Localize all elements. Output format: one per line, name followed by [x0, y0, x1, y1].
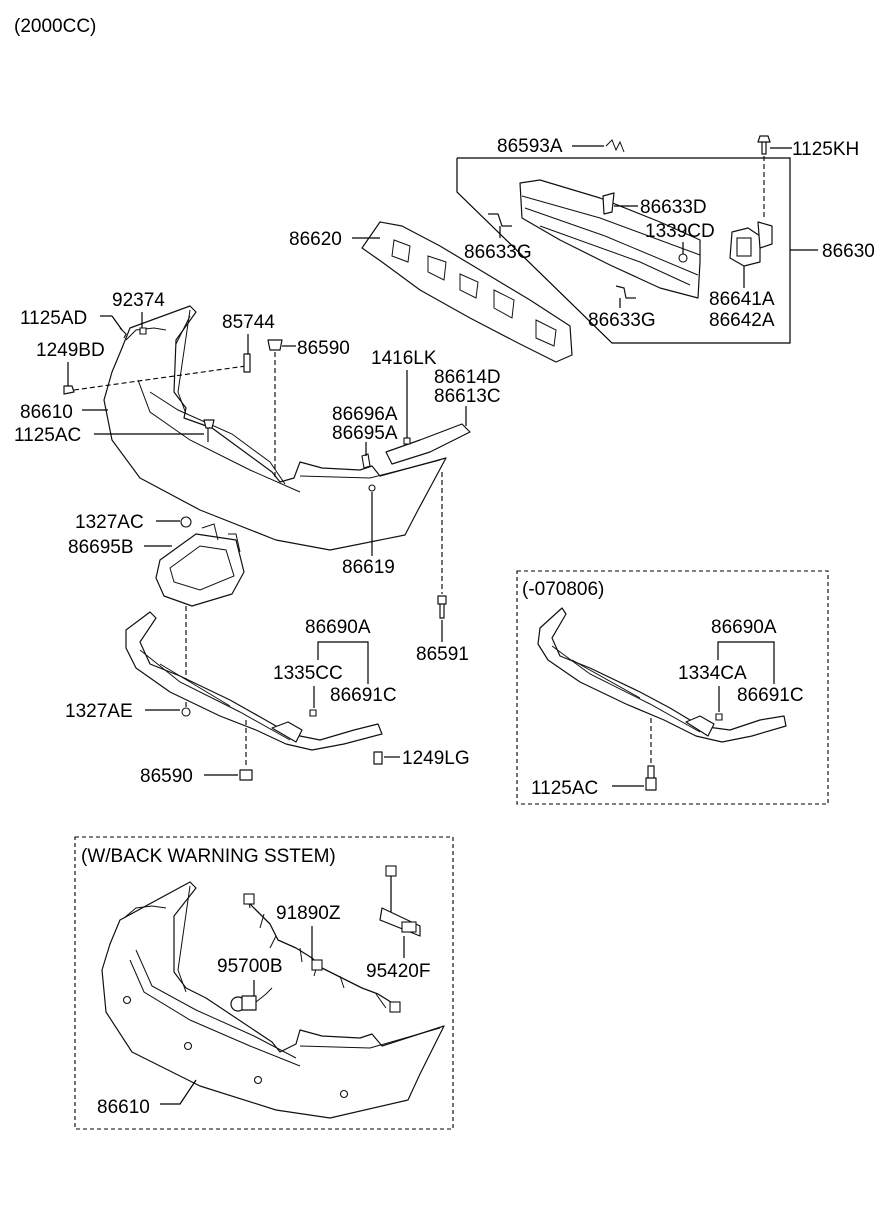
reinforcement-assembly: [361, 135, 818, 363]
label-86614D: 86614D: [434, 367, 501, 388]
screw-1125AC-early: [645, 765, 657, 791]
bolt-86591: [437, 595, 447, 619]
label-1249LG: 1249LG: [402, 748, 470, 769]
label-86690A-early: 86690A: [711, 617, 777, 638]
label-86630: 86630: [822, 241, 875, 262]
clip-85744: [243, 353, 251, 373]
label-86642A: 86642A: [709, 310, 775, 331]
label-86696A: 86696A: [332, 404, 398, 425]
label-1125AD: 1125AD: [20, 308, 87, 329]
variant-label: (2000CC): [14, 16, 96, 37]
screw-1249BD: [63, 385, 75, 395]
nut-1339CD: [678, 253, 688, 263]
nut-86590-top: [267, 339, 283, 351]
label-86590-lower: 86590: [140, 766, 193, 787]
label-86695A: 86695A: [332, 423, 398, 444]
clip-1334CA: [715, 713, 723, 721]
sensor-bracket-95420F: [379, 865, 421, 937]
label-1125AC-early: 1125AC: [531, 778, 598, 799]
bumper-cover-with-sensors: [101, 881, 445, 1119]
grommet-1327AC: [180, 516, 192, 528]
bolt-1125KH: [757, 135, 771, 155]
screw-1125AC-top: [203, 419, 215, 442]
label-86695B: 86695B: [68, 537, 134, 558]
bumper-cover-main: [103, 305, 447, 551]
screw-1125AD: [119, 327, 127, 339]
bumper-cover-sensor: [101, 881, 445, 1119]
energy-absorber: [361, 221, 573, 363]
label-86613C: 86613C: [434, 386, 501, 407]
label-86633G-lower: 86633G: [588, 310, 656, 331]
label-86590-top: 86590: [297, 338, 350, 359]
label-86691C-main: 86691C: [330, 685, 397, 706]
early-production-label: (-070806): [522, 579, 604, 600]
bracket-86633D: [602, 192, 615, 215]
grommet-1327AE: [181, 707, 191, 717]
label-86619: 86619: [342, 557, 395, 578]
skid-plate-86695B: [155, 533, 245, 607]
bumper-cover: [103, 305, 447, 551]
label-91890Z: 91890Z: [276, 903, 341, 924]
back-warning-label: (W/BACK WARNING SSTEM): [81, 846, 336, 867]
label-85744: 85744: [222, 312, 275, 333]
label-92374: 92374: [112, 290, 165, 311]
bracket-86633G-lower: [615, 285, 636, 299]
bracket-86633G-upper: [488, 213, 512, 227]
label-1335CC: 1335CC: [273, 663, 343, 684]
lower-garnish-early: [537, 607, 787, 791]
label-1334CA: 1334CA: [678, 663, 747, 684]
early-production-group: [516, 570, 829, 805]
label-86633G-upper: 86633G: [464, 242, 532, 263]
back-warning-group: [74, 836, 454, 1130]
lower-bracket-assembly: [125, 516, 383, 781]
label-1339CD: 1339CD: [645, 221, 715, 242]
assembly-bracket-86630: [456, 157, 791, 344]
label-1416LK: 1416LK: [371, 348, 437, 369]
lower-garnish-86690A: [125, 611, 383, 751]
label-86620: 86620: [289, 229, 342, 250]
label-95420F: 95420F: [366, 961, 430, 982]
label-1327AE: 1327AE: [65, 701, 133, 722]
label-86610-sensor: 86610: [97, 1097, 150, 1118]
bracket-86613C: [385, 423, 471, 465]
clip-1416LK: [403, 437, 411, 445]
label-86610-main: 86610: [20, 402, 73, 423]
screw-1249LG: [373, 751, 383, 765]
clip-92374: [139, 327, 147, 335]
clip-1335CC: [309, 709, 317, 717]
label-86593A: 86593A: [497, 136, 563, 157]
nut-86590-lower: [239, 769, 253, 781]
label-1327AC: 1327AC: [75, 512, 144, 533]
label-95700B: 95700B: [217, 956, 283, 977]
label-1249BD: 1249BD: [36, 340, 105, 361]
label-86691C-early: 86691C: [737, 685, 804, 706]
clip-86695A: [361, 453, 371, 469]
label-86641A: 86641A: [709, 289, 775, 310]
label-86690A-main: 86690A: [305, 617, 371, 638]
parking-sensor-95700B: [230, 987, 273, 1012]
label-1125AC-top: 1125AC: [14, 425, 81, 446]
label-1125KH: 1125KH: [792, 139, 859, 160]
clip-86619: [368, 484, 376, 492]
label-86591: 86591: [416, 644, 469, 665]
label-86633D: 86633D: [640, 197, 707, 218]
clip-86593A: [605, 139, 625, 153]
